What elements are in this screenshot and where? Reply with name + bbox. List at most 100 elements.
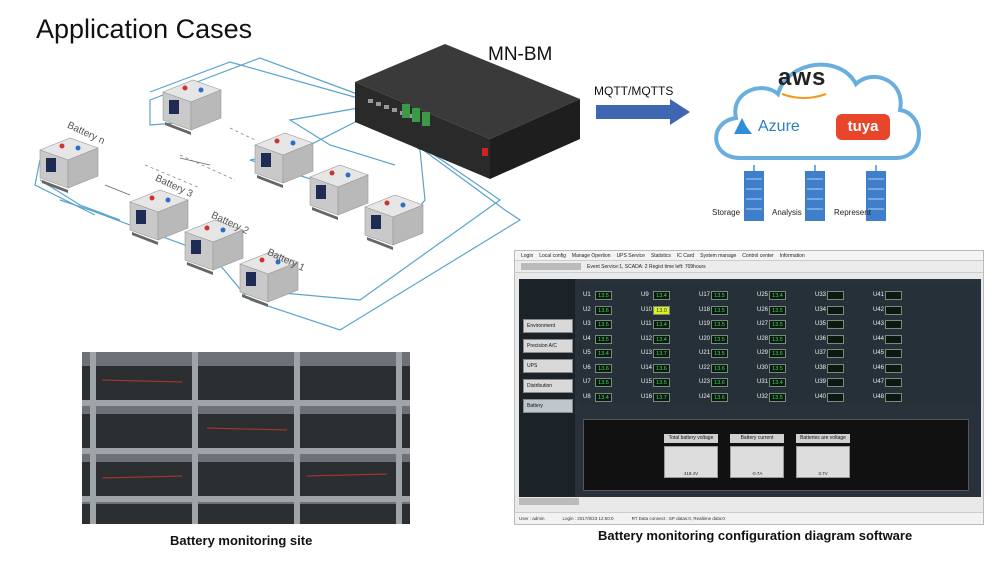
nav-distribution[interactable]: Distribution bbox=[523, 379, 573, 393]
unit-label: U43 bbox=[873, 321, 885, 327]
unit-voltage bbox=[827, 305, 844, 315]
menu-item[interactable]: Local config bbox=[539, 253, 566, 259]
unit-voltage: 13.5 bbox=[711, 320, 728, 329]
unit-label: U48 bbox=[873, 393, 885, 400]
unit-voltage: 13.6 bbox=[711, 378, 728, 387]
meter-title: Battery current bbox=[730, 434, 784, 443]
unit-voltage: 13.4 bbox=[653, 334, 670, 344]
unit-label: U4 bbox=[583, 335, 591, 342]
unit-label: U41 bbox=[873, 292, 885, 298]
azure-icon bbox=[734, 118, 752, 134]
nav-precision-ac[interactable]: Precision A/C bbox=[523, 339, 573, 353]
unit-voltage bbox=[885, 334, 902, 344]
unit-voltage bbox=[827, 334, 844, 344]
unit-label: U27 bbox=[757, 321, 769, 327]
unit-label: U44 bbox=[873, 335, 885, 342]
gauge-value: -0.7A bbox=[751, 471, 763, 476]
stage-label: Represent bbox=[834, 208, 871, 217]
unit-voltage: 13.6 bbox=[653, 363, 670, 373]
unit-label: U5 bbox=[583, 350, 591, 356]
unit-label: U23 bbox=[699, 379, 711, 385]
unit-voltage: 13.5 bbox=[711, 291, 728, 300]
status-connection: RT Data connect : SP datas:0, Realtime d… bbox=[631, 516, 725, 521]
software-caption: Battery monitoring configuration diagram… bbox=[598, 528, 913, 543]
unit-voltage: 13.4 bbox=[769, 291, 786, 300]
stage-label: Analysis bbox=[772, 208, 802, 217]
toolbar: Event Service:1, SCADA: 2 Regist time le… bbox=[515, 261, 983, 273]
unit-voltage: 13.5 bbox=[769, 363, 786, 373]
gauge-icon: -0.7A bbox=[730, 446, 784, 478]
unit-voltage: 13.5 bbox=[769, 392, 786, 402]
software-window: Login Local config Manage Opertion UPS S… bbox=[514, 250, 984, 525]
battery-icon bbox=[162, 79, 222, 136]
toolbar-icons[interactable] bbox=[521, 263, 581, 270]
unit-voltage bbox=[885, 291, 902, 300]
unit-voltage: 13.4 bbox=[769, 378, 786, 387]
unit-voltage: 13.6 bbox=[595, 363, 612, 373]
nav-ups[interactable]: UPS bbox=[523, 359, 573, 373]
gauge-value: 418.4V bbox=[683, 471, 699, 476]
meter-title: Batteries are voltage bbox=[796, 434, 850, 443]
menu-item[interactable]: Login bbox=[521, 253, 534, 259]
page-title: Application Cases bbox=[36, 14, 253, 44]
unit-voltage: 13.0 bbox=[653, 305, 670, 315]
unit-label: U2 bbox=[583, 306, 591, 313]
unit-voltage bbox=[827, 291, 844, 300]
unit-voltage: 13.4 bbox=[653, 291, 670, 300]
unit-voltage bbox=[885, 378, 902, 387]
unit-label: U13 bbox=[641, 350, 653, 356]
unit-voltage bbox=[885, 349, 902, 358]
unit-label: U42 bbox=[873, 306, 885, 313]
unit-label: U15 bbox=[641, 379, 653, 385]
menu-item[interactable]: IC Card bbox=[676, 253, 695, 259]
unit-label: U38 bbox=[815, 364, 827, 371]
unit-voltage: 13.5 bbox=[769, 305, 786, 315]
menu-item[interactable]: Information bbox=[779, 253, 805, 259]
unit-voltage: 13.5 bbox=[769, 320, 786, 329]
unit-voltage: 13.6 bbox=[595, 305, 612, 315]
unit-label: U8 bbox=[583, 393, 591, 400]
unit-voltage: 13.5 bbox=[711, 349, 728, 358]
bottom-tools[interactable] bbox=[519, 498, 579, 508]
unit-voltage bbox=[827, 363, 844, 373]
unit-label: U7 bbox=[583, 379, 591, 385]
unit-label: U19 bbox=[699, 321, 711, 327]
unit-label: U33 bbox=[815, 292, 827, 298]
menu-item[interactable]: Manage Opertion bbox=[571, 253, 611, 259]
menu-item[interactable]: System manage bbox=[700, 253, 737, 259]
gauge-icon: 418.4V bbox=[664, 446, 718, 478]
unit-label: U24 bbox=[699, 393, 711, 400]
menu-item[interactable]: Statistics bbox=[650, 253, 671, 259]
unit-label: U31 bbox=[757, 379, 769, 385]
unit-voltage bbox=[827, 349, 844, 358]
unit-voltage bbox=[827, 392, 844, 402]
unit-label: U40 bbox=[815, 393, 827, 400]
unit-voltage: 13.5 bbox=[711, 334, 728, 344]
menu-item[interactable]: UPS Service bbox=[616, 253, 645, 259]
unit-label: U11 bbox=[641, 321, 652, 327]
battery-icon bbox=[254, 132, 314, 189]
scada-view: Environment Precision A/C UPS Distributi… bbox=[519, 279, 981, 497]
server-icons bbox=[744, 165, 886, 221]
unit-label: U25 bbox=[757, 292, 769, 298]
nav-battery[interactable]: Battery bbox=[523, 399, 573, 413]
azure-logo: Azure bbox=[758, 118, 800, 135]
unit-label: U21 bbox=[699, 350, 711, 356]
unit-label: U14 bbox=[641, 364, 653, 371]
unit-label: U35 bbox=[815, 321, 827, 327]
unit-voltage: 13.7 bbox=[653, 349, 670, 358]
unit-label: U9 bbox=[641, 292, 649, 298]
gauge-icon: 3.7V bbox=[796, 446, 850, 478]
battery-icon bbox=[39, 137, 99, 194]
meter-panel: Total battery voltage Battery current Ba… bbox=[583, 419, 969, 491]
nav-environment[interactable]: Environment bbox=[523, 319, 573, 333]
unit-voltage: 13.5 bbox=[711, 305, 728, 315]
status-login: Login : 2017/8/23 12:50:0 bbox=[562, 516, 614, 521]
mn-bm-device bbox=[355, 44, 580, 179]
unit-voltage: 13.5 bbox=[595, 291, 612, 300]
unit-label: U47 bbox=[873, 379, 885, 385]
unit-label: U39 bbox=[815, 379, 827, 385]
unit-label: U10 bbox=[641, 306, 653, 313]
menu-item[interactable]: Control center bbox=[742, 253, 774, 259]
